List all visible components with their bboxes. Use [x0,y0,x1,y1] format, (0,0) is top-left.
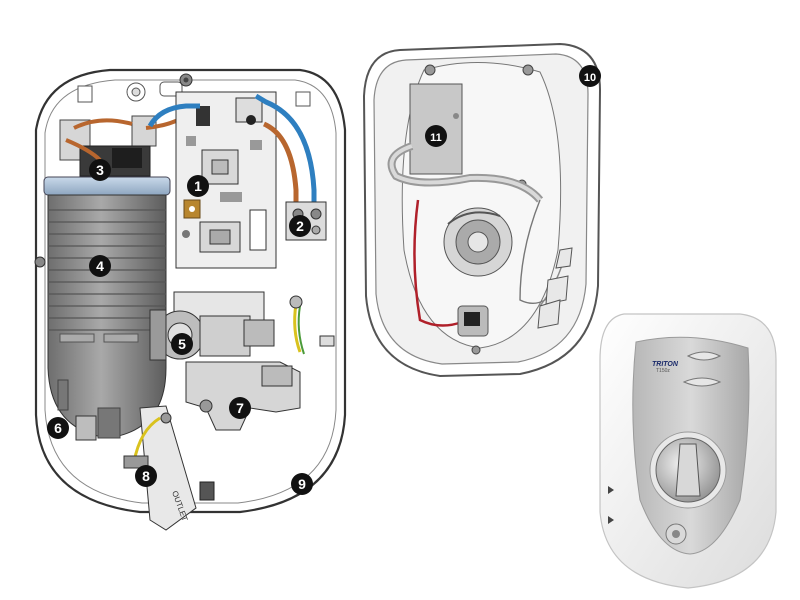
pcb [175,73,277,269]
top-tab [77,85,93,103]
copper-wire [73,118,133,130]
top-tab [295,91,311,107]
cover-screw [522,64,534,76]
callout-number: 11 [430,132,442,144]
callout-number: 7 [236,400,244,416]
callout-8: 8 [135,465,157,487]
unit-inner-rim [44,79,337,504]
callout-number: 1 [194,178,202,194]
callout-number: 4 [96,258,104,274]
callout-6: 6 [47,417,69,439]
callout-number: 10 [584,72,596,84]
side-indicator [608,486,614,494]
heater-can [43,176,171,439]
callout-number: 6 [54,420,62,436]
earth-clip [319,335,335,347]
side-indicator [608,516,614,524]
brown-wire [262,121,299,204]
ribbon-cable [389,144,542,202]
outlet-assembly: OUTLET [123,405,215,531]
blue-wire [254,93,317,204]
copper-wire [65,138,102,162]
earth-wire [297,305,305,355]
callout-number: 2 [296,218,304,234]
internal-unit: OUTLET [34,68,347,531]
cover-rear-view [362,42,602,378]
callout-number: 3 [96,162,104,178]
power-button-bottom[interactable] [682,377,722,387]
callout-10: 10 [579,65,601,87]
callout-1: 1 [187,175,209,197]
callout-number: 8 [142,468,150,484]
earth-terminal [289,295,303,309]
heater-can-lid [43,176,171,196]
callout-9: 9 [291,473,313,495]
shower-product-photo: TRITON T150z [599,313,777,589]
callout-2: 2 [289,215,311,237]
top-screw-hole [131,87,141,97]
pressure-relief-device [185,361,301,431]
cover-screw [471,345,481,355]
callout-11: 11 [425,125,447,147]
callout-3: 3 [89,159,111,181]
power-button-top[interactable] [686,351,722,361]
red-cable [413,199,463,327]
cable-clamp [75,415,97,441]
thermal-cutout-assembly [59,115,157,177]
shower-brand-label: TRITON [652,361,679,368]
mounting-screw [34,256,46,268]
callout-7: 7 [229,397,251,419]
spade-connectors [537,247,573,329]
blue-wire [147,103,200,128]
callout-number: 9 [298,476,306,492]
callout-5: 5 [171,333,193,355]
callout-4: 4 [89,255,111,277]
cover-screw [424,64,436,76]
shower-model-label: T150z [656,368,670,374]
callout-number: 5 [178,336,186,352]
